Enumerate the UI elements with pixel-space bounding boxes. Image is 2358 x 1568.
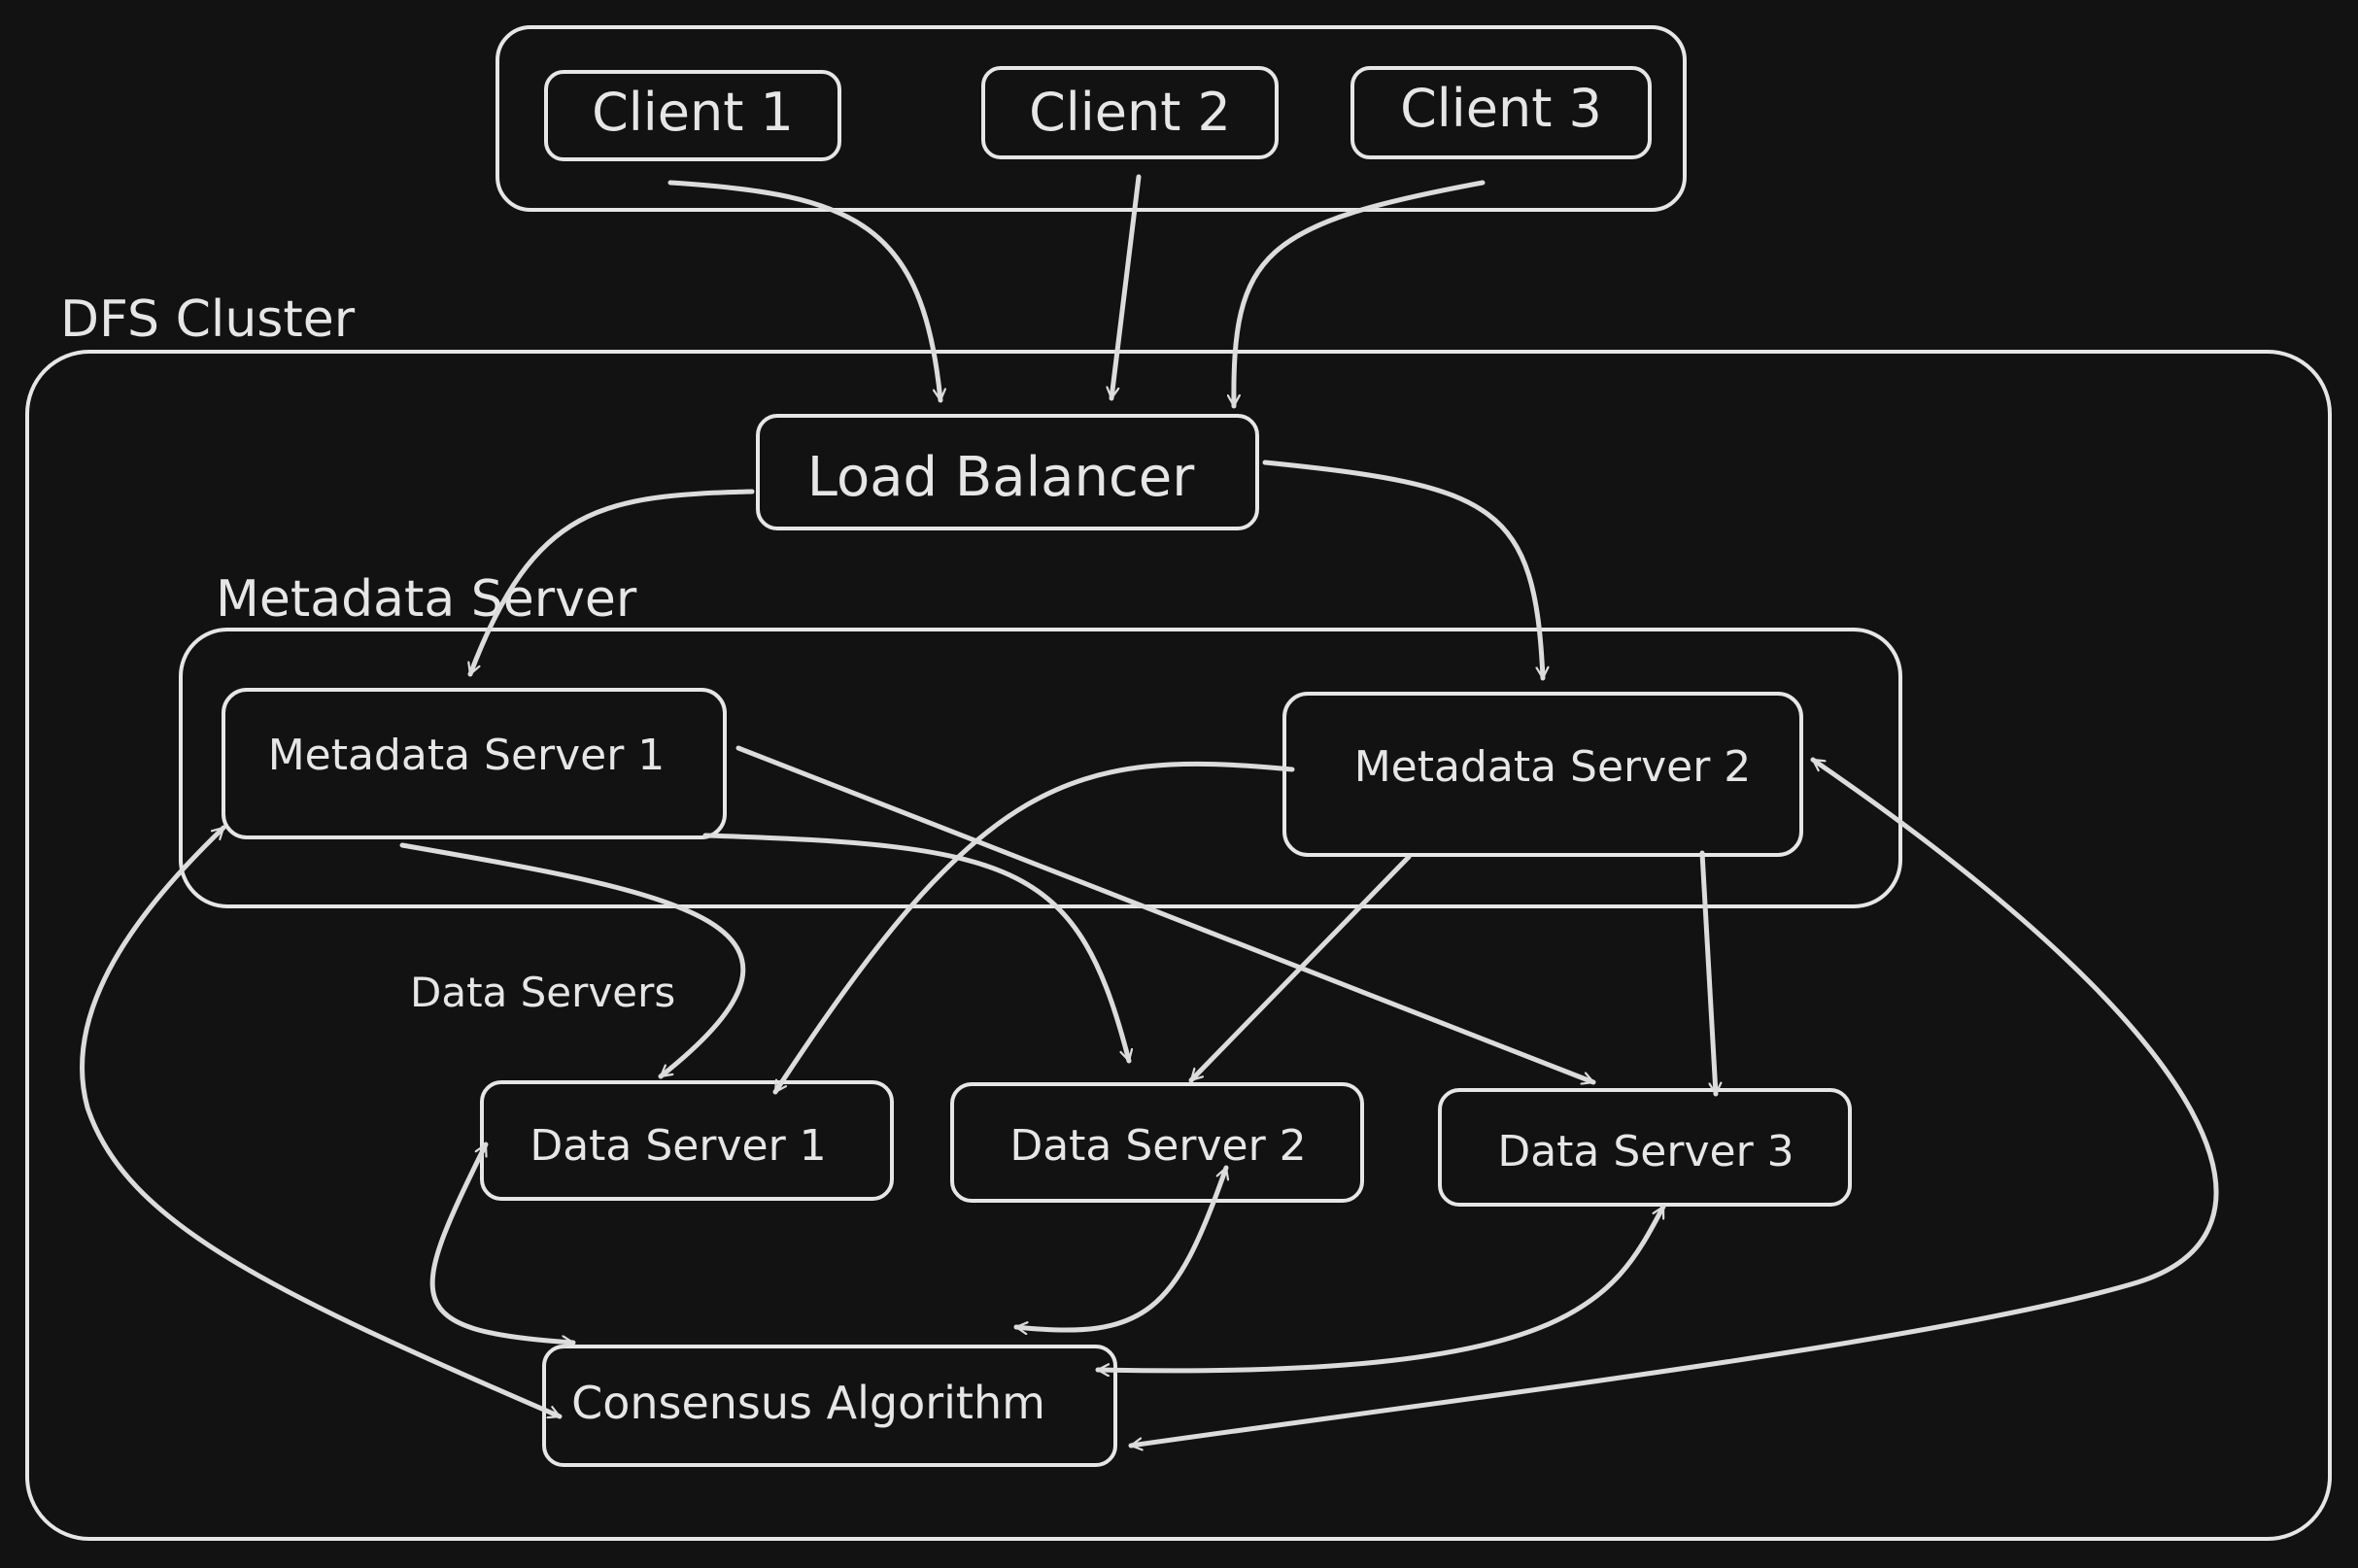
edge-lb-to-ms2 bbox=[1262, 460, 1543, 681]
edge-lb-to-ms1 bbox=[470, 489, 755, 677]
edge-ms2-to-ds1 bbox=[772, 761, 1295, 1095]
data-server-1-label: Data Server 1 bbox=[530, 1121, 826, 1171]
edge-ms1-to-ds3 bbox=[735, 745, 1596, 1082]
client-1-node bbox=[544, 70, 841, 161]
data-servers-label: Data Servers bbox=[410, 969, 675, 1016]
edge-consensus-ds2 bbox=[1013, 1165, 1226, 1330]
edge-client1-to-lb bbox=[667, 180, 940, 403]
edge-client3-to-lb bbox=[1234, 180, 1486, 409]
edge-ms2-to-ds3 bbox=[1699, 850, 1716, 1097]
clients-group bbox=[496, 25, 1687, 212]
client-3-node bbox=[1350, 66, 1652, 159]
consensus-algorithm-label: Consensus Algorithm bbox=[571, 1377, 1045, 1429]
dfs-cluster-group bbox=[25, 350, 2332, 1541]
edge-ms2-to-ds2 bbox=[1188, 854, 1412, 1083]
edge-ms1-to-ds2 bbox=[702, 833, 1129, 1064]
edge-consensus-ds3 bbox=[1095, 1204, 1666, 1371]
edge-consensus-ms2 bbox=[1128, 757, 2219, 1446]
metadata-server-2-label: Metadata Server 2 bbox=[1354, 742, 1752, 792]
metadata-server-1-label: Metadata Server 1 bbox=[268, 731, 666, 780]
client-2-label: Client 2 bbox=[1029, 82, 1231, 143]
data-server-3-label: Data Server 3 bbox=[1497, 1127, 1794, 1176]
edge-ms1-to-ds1 bbox=[399, 842, 746, 1079]
load-balancer-node bbox=[756, 414, 1259, 530]
client-2-node bbox=[981, 66, 1279, 159]
edge-client2-to-lb bbox=[1111, 174, 1142, 401]
edge-consensus-ds1 bbox=[429, 1142, 576, 1343]
load-balancer-label: Load Balancer bbox=[807, 446, 1195, 509]
metadata-server-group bbox=[179, 628, 1902, 908]
data-server-2-label: Data Server 2 bbox=[1009, 1121, 1306, 1171]
metadata-server-group-label: Metadata Server bbox=[216, 570, 637, 629]
client-1-label: Client 1 bbox=[592, 82, 794, 143]
dfs-cluster-label: DFS Cluster bbox=[60, 290, 356, 349]
edge-consensus-ms1 bbox=[80, 825, 563, 1419]
client-3-label: Client 3 bbox=[1400, 78, 1602, 139]
